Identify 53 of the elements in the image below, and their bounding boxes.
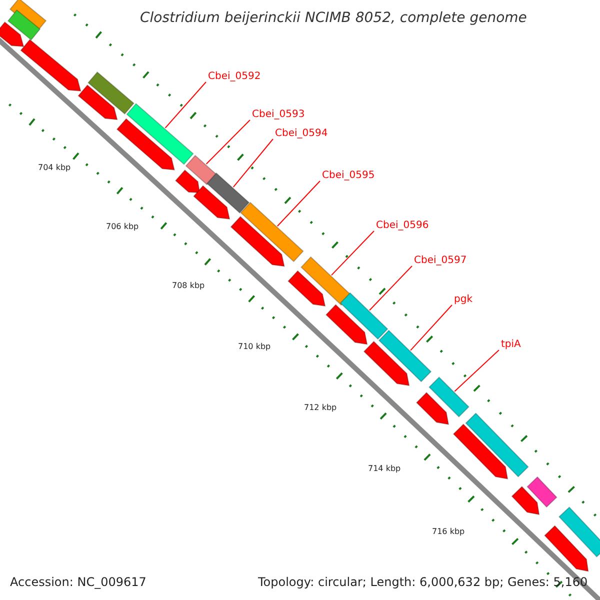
leader-line <box>276 180 320 227</box>
gene-block <box>428 376 470 418</box>
gene-arrow-shape <box>544 525 589 572</box>
leader-line <box>454 350 500 392</box>
gene-block <box>240 202 304 262</box>
gene-arrow-shape <box>288 270 326 307</box>
gene-arrow-shape <box>116 118 176 170</box>
gene-block <box>126 103 194 165</box>
gene-block <box>558 506 600 558</box>
gene-label: Cbei_0596 <box>376 221 429 231</box>
scale-label: 708 kbp <box>172 282 205 290</box>
scale-label: 710 kbp <box>238 343 271 351</box>
gene-label: Cbei_0594 <box>275 129 328 139</box>
gene-label: Cbei_0595 <box>322 171 375 181</box>
scale-label: 712 kbp <box>304 404 337 412</box>
gene-arrow-shape <box>174 169 200 194</box>
leader-line <box>331 230 374 276</box>
leader-line <box>410 304 452 351</box>
gene-block <box>526 476 558 508</box>
title: Clostridium beijerinckii NCIMB 8052, complete genome <box>140 11 527 25</box>
scale-label: 716 kbp <box>432 528 465 536</box>
leader-line <box>164 82 206 128</box>
scale-label: 704 kbp <box>38 164 71 172</box>
gene-arrow-shape <box>511 486 540 516</box>
gene-arrow-shape <box>0 21 24 48</box>
gene-block <box>88 71 134 115</box>
gene-arrow-shape <box>452 424 508 480</box>
gene-block <box>465 412 529 478</box>
info-text: Topology: circular; Length: 6,000,632 bp; Genes: 5,160 <box>258 576 588 588</box>
gene-arrow-shape <box>325 304 368 345</box>
gene-label: tpiA <box>501 340 521 350</box>
gene-arrow-shape <box>230 216 285 267</box>
gene-label: Cbei_0592 <box>208 72 261 82</box>
gene-arrow-shape <box>363 340 410 386</box>
scale-label: 706 kbp <box>106 223 139 231</box>
gene-block <box>300 256 352 306</box>
gene-arrow-shape <box>78 84 118 120</box>
leader-line <box>369 266 412 311</box>
leader-line <box>232 138 274 188</box>
gene-block <box>185 154 217 186</box>
gene-label: Cbei_0593 <box>252 110 305 120</box>
gene-arrow-shape <box>416 392 450 426</box>
gene-arrow-shape <box>193 185 230 220</box>
scale-label: 714 kbp <box>368 465 401 473</box>
gene-block <box>7 9 41 41</box>
gene-label: pgk <box>454 295 472 305</box>
leader-line <box>206 120 250 165</box>
gene-block <box>340 292 388 340</box>
info-text: Accession: NC_009617 <box>10 576 146 588</box>
gene-arrow-shape <box>20 38 82 92</box>
gene-block <box>206 172 250 214</box>
gene-label: Cbei_0597 <box>414 256 467 266</box>
gene-block <box>378 330 432 382</box>
